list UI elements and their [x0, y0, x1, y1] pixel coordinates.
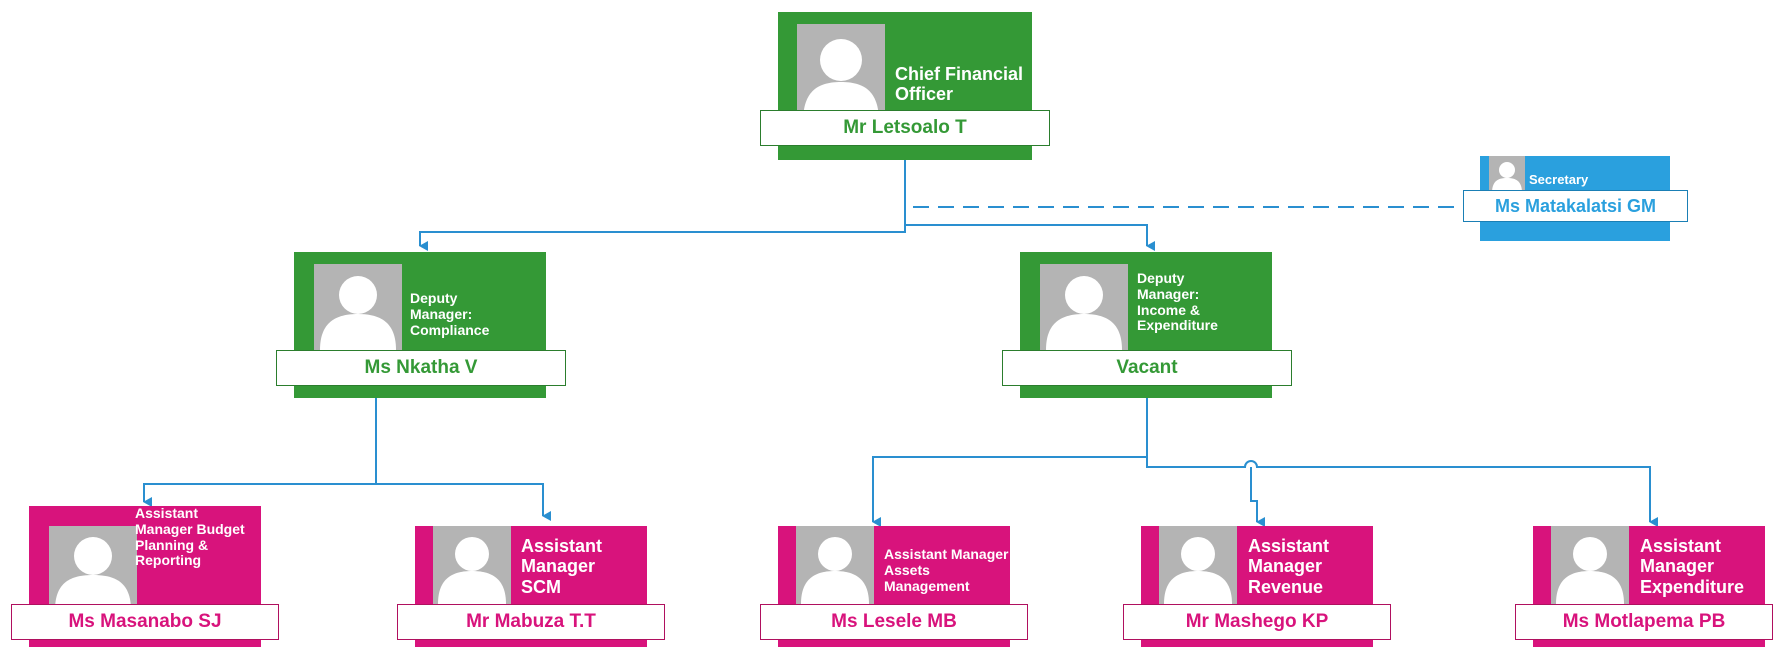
am-assets-title: Assistant Manager Assets Management — [884, 547, 1009, 594]
deputy-income-name: Vacant — [1002, 350, 1292, 386]
am-scm-node[interactable]: Assistant Manager SCM Mr Mabuza T.T — [397, 526, 665, 647]
connector-income-assets — [872, 398, 1148, 527]
connector-income-expenditure — [1146, 457, 1658, 527]
am-revenue-name: Mr Mashego KP — [1123, 604, 1391, 640]
am-scm-name: Mr Mabuza T.T — [397, 604, 665, 640]
deputy-compliance-photo-icon — [314, 264, 402, 350]
deputy-compliance-name: Ms Nkatha V — [276, 350, 566, 386]
cfo-title: Chief Financial Officer — [895, 64, 1024, 105]
am-budget-name: Ms Masanabo SJ — [11, 604, 279, 640]
am-budget-title: Assistant Manager Budget Planning & Repo… — [135, 506, 245, 569]
am-budget-node[interactable]: Assistant Manager Budget Planning & Repo… — [11, 506, 279, 647]
am-expenditure-title: Assistant Manager Expenditure — [1640, 536, 1745, 597]
am-revenue-node[interactable]: Assistant Manager Revenue Mr Mashego KP — [1123, 526, 1391, 647]
deputy-compliance-node[interactable]: Deputy Manager: Compliance Ms Nkatha V — [276, 252, 566, 398]
am-budget-photo-icon — [49, 526, 137, 610]
secretary-node[interactable]: Secretary Ms Matakalatsi GM — [1463, 156, 1688, 241]
am-assets-node[interactable]: Assistant Manager Assets Management Ms L… — [760, 526, 1028, 647]
am-assets-photo-icon — [796, 526, 874, 604]
am-scm-photo-icon — [433, 526, 511, 604]
cfo-node[interactable]: Chief Financial Officer Mr Letsoalo T — [760, 12, 1050, 160]
connector-compliance-scm — [376, 483, 551, 521]
am-expenditure-name: Ms Motlapema PB — [1515, 604, 1773, 640]
cfo-name: Mr Letsoalo T — [760, 110, 1050, 146]
am-revenue-title: Assistant Manager Revenue — [1248, 536, 1330, 597]
am-scm-title: Assistant Manager SCM — [521, 536, 603, 597]
deputy-income-title: Deputy Manager: Income & Expenditure — [1137, 271, 1218, 334]
deputy-compliance-title: Deputy Manager: Compliance — [410, 291, 490, 338]
am-expenditure-photo-icon — [1551, 526, 1629, 604]
secretary-photo-icon — [1489, 156, 1525, 193]
secretary-title: Secretary — [1529, 173, 1589, 187]
cfo-photo-icon — [797, 24, 885, 122]
am-assets-name: Ms Lesele MB — [760, 604, 1028, 640]
secretary-name: Ms Matakalatsi GM — [1463, 190, 1688, 222]
connector-compliance-budget — [143, 398, 377, 507]
connector-cfo-deputy-income — [905, 224, 1155, 251]
deputy-income-photo-icon — [1040, 264, 1128, 350]
am-expenditure-node[interactable]: Assistant Manager Expenditure Ms Motlape… — [1515, 526, 1773, 647]
am-revenue-photo-icon — [1159, 526, 1237, 604]
connector-cfo-deputy-compliance — [419, 160, 906, 251]
connector-income-revenue — [1250, 467, 1265, 527]
deputy-income-node[interactable]: Deputy Manager: Income & Expenditure Vac… — [1002, 252, 1292, 398]
